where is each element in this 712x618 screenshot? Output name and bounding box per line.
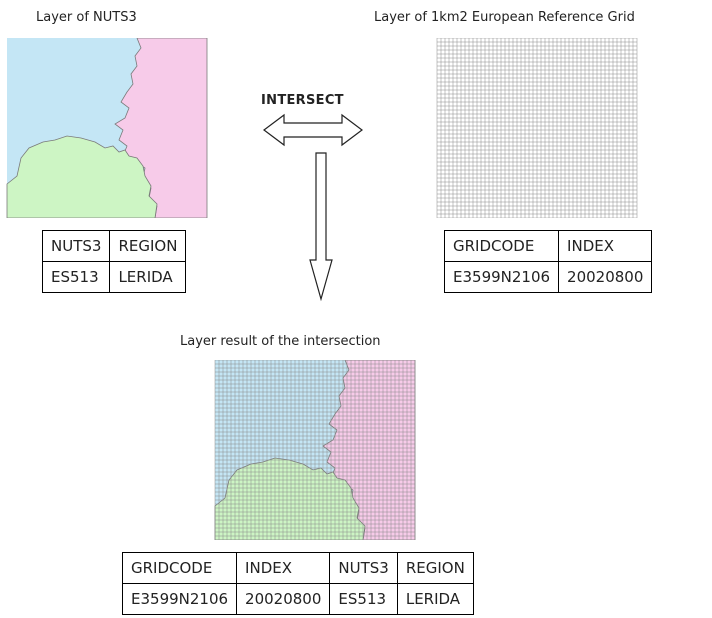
table-header-cell: REGION [396, 552, 474, 584]
table-row: ES513 LERIDA [41, 261, 187, 293]
table-cell: 20020800 [558, 261, 653, 293]
table-header-row: GRIDCODE INDEX [443, 230, 653, 262]
table-header-cell: INDEX [558, 230, 653, 262]
nuts-attribute-table: NUTS3 REGION ES513 LERIDA [41, 230, 187, 293]
intersect-label: INTERSECT [261, 93, 344, 108]
table-cell: E3599N2106 [121, 583, 238, 615]
grid-layer-caption: Layer of 1km2 European Reference Grid [374, 10, 635, 25]
table-header-cell: NUTS3 [41, 230, 111, 262]
nuts-layer-caption: Layer of NUTS3 [36, 10, 137, 25]
down-arrow-icon [309, 152, 333, 302]
result-attribute-table: GRIDCODE INDEX NUTS3 REGION E3599N2106 2… [121, 552, 474, 615]
table-header-cell: GRIDCODE [443, 230, 560, 262]
table-header-cell: INDEX [236, 552, 331, 584]
table-cell: LERIDA [396, 583, 474, 615]
reference-grid-map [436, 38, 638, 218]
intersection-result-map [214, 360, 416, 540]
region-green [6, 135, 158, 218]
grid-attribute-table: GRIDCODE INDEX E3599N2106 20020800 [443, 230, 653, 293]
table-header-cell: NUTS3 [329, 552, 398, 584]
table-header-row: GRIDCODE INDEX NUTS3 REGION [121, 552, 474, 584]
table-row: E3599N2106 20020800 [443, 261, 653, 293]
table-cell: LERIDA [109, 261, 187, 293]
table-header-cell: REGION [109, 230, 187, 262]
table-cell: E3599N2106 [443, 261, 560, 293]
nuts-region-map [6, 38, 208, 218]
table-cell: ES513 [329, 583, 398, 615]
table-cell: 20020800 [236, 583, 331, 615]
double-arrow-icon [263, 113, 363, 147]
table-header-row: NUTS3 REGION [41, 230, 187, 262]
table-cell: ES513 [41, 261, 111, 293]
table-header-cell: GRIDCODE [121, 552, 238, 584]
result-layer-caption: Layer result of the intersection [180, 334, 381, 349]
table-row: E3599N2106 20020800 ES513 LERIDA [121, 583, 474, 615]
